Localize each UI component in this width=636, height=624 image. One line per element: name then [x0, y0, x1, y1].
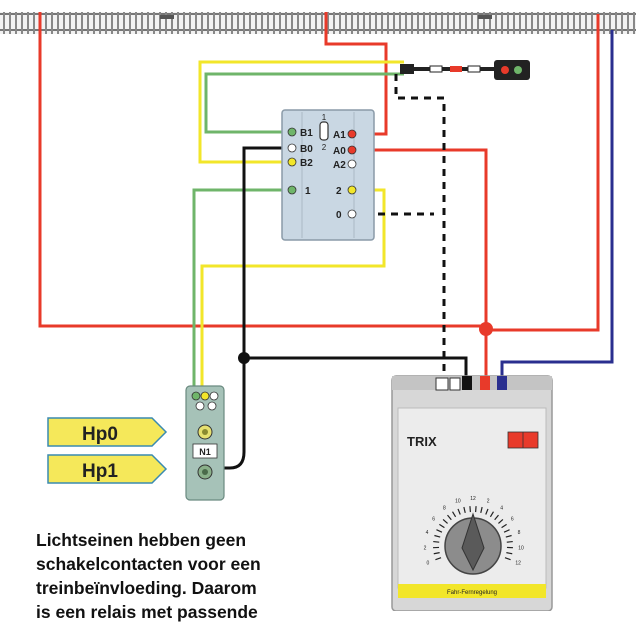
terminal-white — [436, 378, 448, 390]
switch-label: N1 — [199, 447, 211, 457]
dial-tick-label: 10 — [518, 545, 524, 551]
caption-line: treinbeïnvloeding. Daarom — [36, 576, 326, 600]
contact-a1 — [348, 130, 356, 138]
caption: Lichtseinen hebben geen schakelcontacten… — [36, 528, 326, 624]
relay-module: 1 2 B1 B0 B2 A1 A0 A2 1 2 0 — [282, 110, 374, 240]
dial-tick-label: 8 — [443, 505, 446, 511]
terminal-red — [480, 376, 490, 390]
caption-line: is een relais met passende — [36, 600, 326, 624]
dial-tick — [507, 542, 513, 543]
switch-terminal-yellow — [201, 392, 209, 400]
contact-b0 — [288, 144, 296, 152]
wiring-diagram: 1 2 B1 B0 B2 A1 A0 A2 1 2 0 N1 — [0, 0, 636, 611]
dial-tick-label: 12 — [515, 560, 521, 566]
contact-a2 — [348, 160, 356, 168]
label-b2: B2 — [300, 158, 313, 169]
label-b1: B1 — [300, 128, 313, 139]
dial-tick-label: 4 — [426, 530, 429, 536]
signal-red-lamp — [501, 66, 509, 74]
switch-terminal-green — [192, 392, 200, 400]
label-a2: A2 — [333, 160, 346, 171]
red-junction — [479, 322, 493, 336]
switch-terminal-white-3 — [208, 402, 216, 410]
position-mark-2: 2 — [322, 143, 327, 152]
hp0-label: Hp0 — [82, 424, 118, 445]
dial-tick-label: 10 — [455, 498, 461, 504]
light-signal — [400, 60, 530, 80]
contact-a0 — [348, 146, 356, 154]
dial-tick-label: 6 — [432, 516, 435, 522]
relay-lever — [320, 122, 328, 140]
contact-b2 — [288, 158, 296, 166]
switch-terminal-white — [210, 392, 218, 400]
dial-tick-label: 4 — [500, 505, 503, 511]
caption-line: Lichtseinen hebben geen — [36, 528, 326, 552]
transformer: TRIX 0 2 4 6 8 10 12 2 4 6 8 10 12 Fahr-Fernregelung — [392, 376, 552, 611]
switch-module-n1: N1 — [186, 386, 224, 500]
transformer-footer: Fahr-Fernregelung — [447, 590, 497, 596]
dial-tick-label: 6 — [511, 516, 514, 522]
input-1 — [288, 186, 296, 194]
signal-green-lamp — [514, 66, 522, 74]
label-input-0: 0 — [336, 210, 342, 221]
red-wire-left-feed — [40, 12, 486, 326]
label-b0: B0 — [300, 144, 313, 155]
contact-b1 — [288, 128, 296, 136]
dashed-wire-signal-transformer — [396, 74, 444, 382]
dial-tick-label: 12 — [470, 496, 476, 502]
hp0-tag: Hp0 — [48, 418, 166, 446]
track — [0, 12, 636, 34]
dial-tick-label: 0 — [427, 560, 430, 566]
terminal-white-2 — [450, 378, 460, 390]
dial-tick-label: 8 — [518, 530, 521, 536]
label-input-1: 1 — [305, 186, 311, 197]
input-0 — [348, 210, 356, 218]
label-a1: A1 — [333, 130, 346, 141]
dial-tick — [433, 542, 439, 543]
terminal-blue — [497, 376, 507, 390]
label-a0: A0 — [333, 146, 346, 157]
dial-tick-label: 2 — [487, 498, 490, 504]
black-junction — [238, 352, 250, 364]
input-2 — [348, 186, 356, 194]
position-mark-1: 1 — [322, 113, 327, 122]
transformer-brand: TRIX — [407, 434, 437, 449]
caption-line: schakelcontacten voor een — [36, 552, 326, 576]
switch-terminal-white-2 — [196, 402, 204, 410]
hp1-tag: Hp1 — [48, 455, 166, 483]
label-input-2: 2 — [336, 186, 342, 197]
terminal-black — [462, 376, 472, 390]
hp1-label: Hp1 — [82, 461, 118, 482]
dial-tick-label: 2 — [424, 545, 427, 551]
